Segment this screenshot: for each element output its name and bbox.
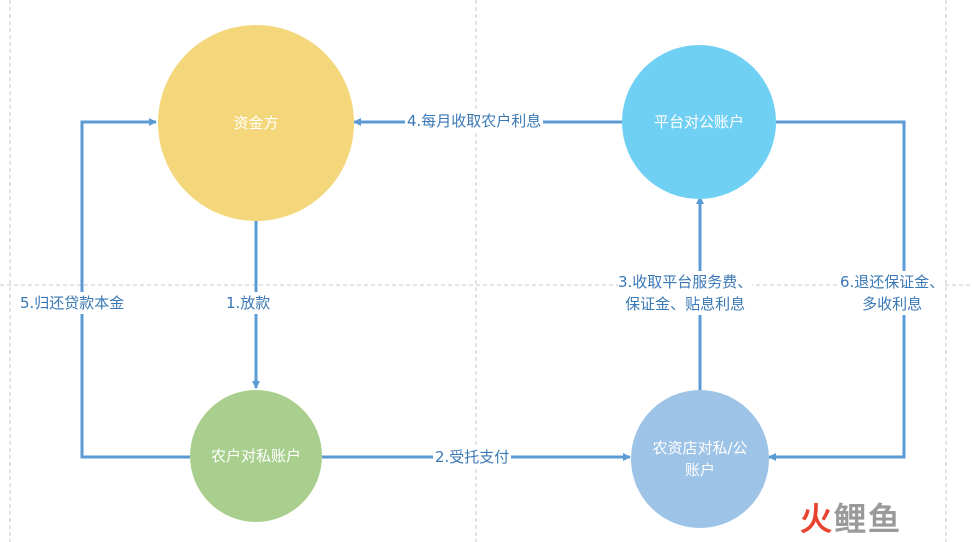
node-store-account: 农资店对私/公 账户 [631,390,769,528]
edge-label-platform-fee-line1: 3.收取平台服务费、 [618,273,753,291]
watermark-logo: 火鲤鱼 [800,494,902,540]
edge-label-entrusted-payment: 2.受托支付 [433,446,512,468]
edge-label-monthly-interest: 4.每月收取农户利息 [405,110,544,132]
edge-label-platform-fee-line2: 保证金、贴息利息 [625,295,746,313]
node-store-account-label-line2: 账户 [684,461,715,479]
node-funder-label: 资金方 [233,114,279,132]
edge-label-platform-fee: 3.收取平台服务费、 保证金、贴息利息 [618,271,753,315]
watermark-char-fish: 鱼 [868,500,903,538]
node-farmer-account: 农户对私账户 [190,390,322,522]
edge-label-refund: 6.退还保证金、 多收利息 [840,271,945,315]
edge-label-lend: 1.放款 [226,292,271,314]
edge-label-refund-line2: 多收利息 [862,295,923,313]
edge-label-repay-principal: 5.归还贷款本金 [20,292,125,314]
node-funder: 资金方 [158,25,354,221]
node-platform-account-label: 平台对公账户 [653,113,744,131]
watermark-char-fire: 火 [800,500,835,538]
node-platform-account: 平台对公账户 [622,45,776,199]
node-store-account-label-line1: 农资店对私/公 [652,439,748,457]
edge-label-refund-line1: 6.退还保证金、 [840,273,945,291]
arrow-repay-principal [80,118,190,459]
node-farmer-account-label: 农户对私账户 [210,447,301,465]
watermark-char-carp: 鲤 [834,500,869,538]
